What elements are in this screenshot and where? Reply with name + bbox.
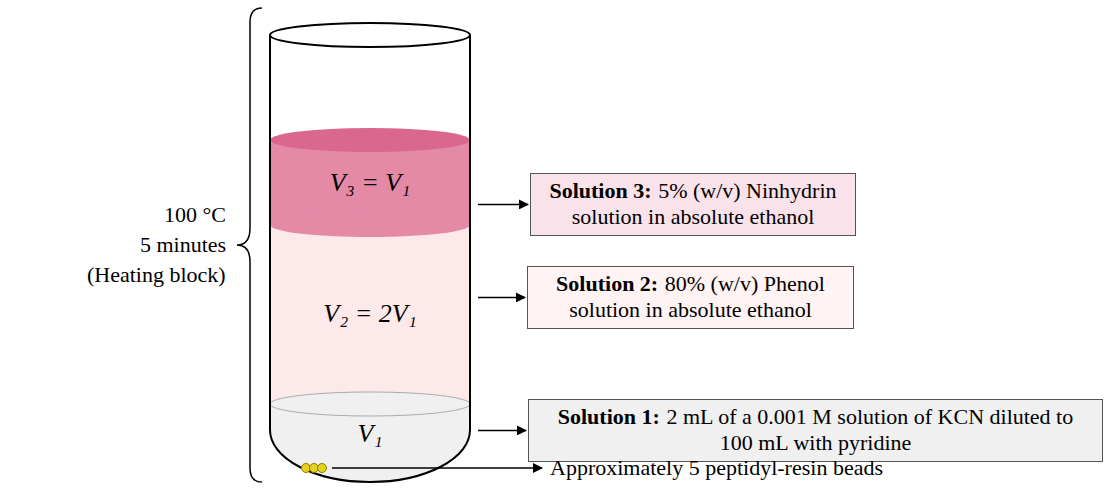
time-label: 5 minutes [140,232,226,258]
layer-arrow [478,204,528,206]
solution-heading: Solution 2: [556,271,658,296]
liquid-layer: V₂ = 2V₁ [270,225,470,403]
bead-label: Approximately 5 peptidyl-resin beads [550,455,883,481]
solution-box: Solution 1:2 mL of a 0.001 M solution of… [528,399,1103,462]
resin-beads [302,464,327,473]
solution-box: Solution 2:80% (w/v) Phenol solution in … [527,266,854,329]
equipment-label: (Heating block) [87,262,226,288]
volume-label: V₂ = 2V₁ [323,299,416,329]
layer-arrow [478,430,526,432]
volume-label: V₁ [358,419,383,449]
heating-brace [237,8,262,482]
layer-arrow [478,297,525,299]
liquid-layer: V₁ [270,403,470,465]
bead-leader-arrow [332,467,542,469]
solution-box: Solution 3:5% (w/v) Ninhydrin solution i… [530,173,856,236]
volume-label: V₃ = V₁ [330,168,410,198]
solution-heading: Solution 1: [558,404,660,429]
temperature-label: 100 °C [164,202,226,228]
liquid-layer: V₃ = V₁ [270,140,470,225]
solution-description: 2 mL of a 0.001 M solution of KCN dilute… [666,404,1073,455]
solution-heading: Solution 3: [549,178,651,203]
